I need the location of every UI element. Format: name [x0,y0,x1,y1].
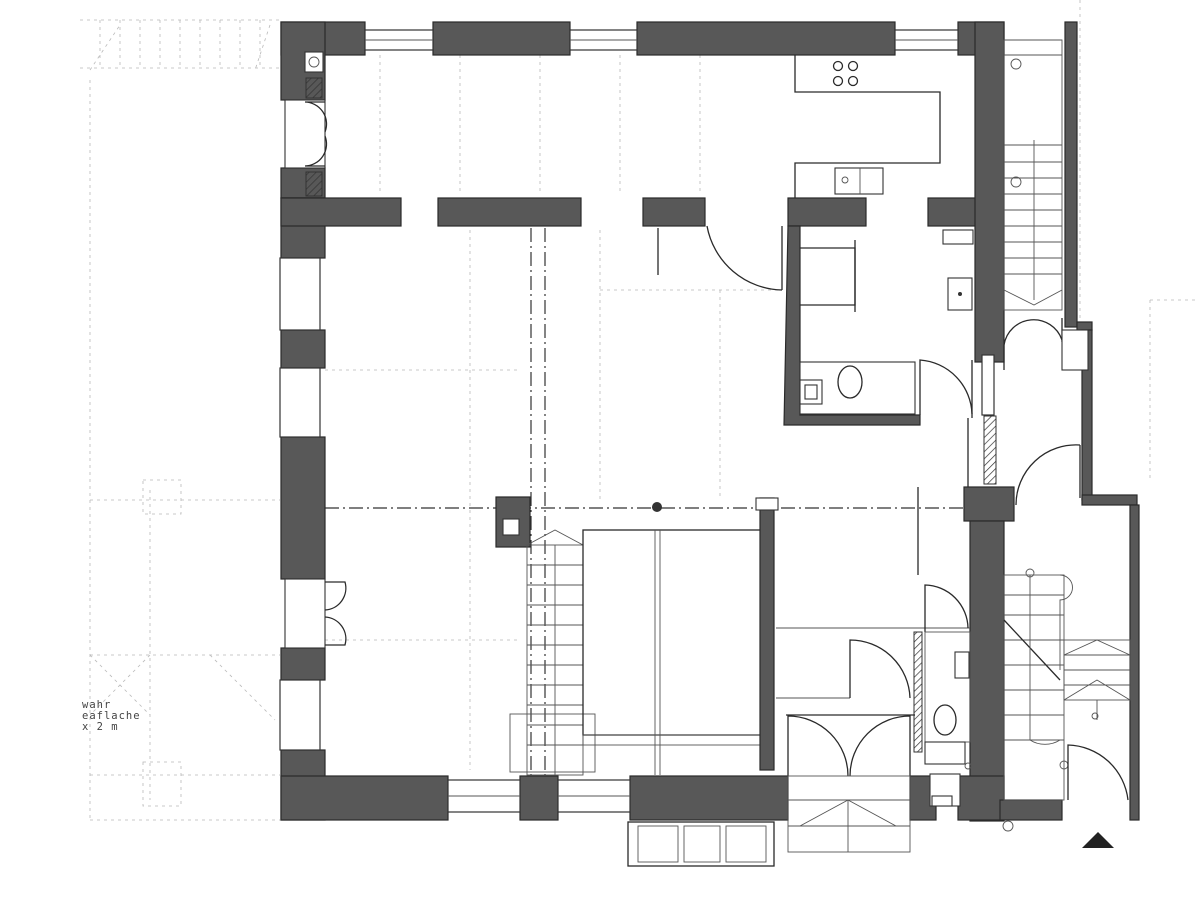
middle-doors [706,225,783,291]
annotation-line-3: x 2 m [82,721,119,733]
area-annotation: wahr eaflache x 2 m [82,700,162,733]
annotation-line-1: wahr [82,699,112,711]
outer-walls [280,21,1140,822]
entry-area [776,487,972,853]
left-doors [284,51,347,649]
structural-axes [325,228,970,775]
construction-grid [80,0,1195,821]
kitchen [794,55,941,198]
entrance-panels [627,821,775,867]
annotation-line-2: eaflache [82,710,141,722]
column-marker [652,502,662,512]
north-arrow-icon [1082,832,1114,848]
windows [279,29,959,813]
utility-room [783,225,997,487]
right-stairs [1002,39,1131,832]
central-stair [495,496,779,776]
